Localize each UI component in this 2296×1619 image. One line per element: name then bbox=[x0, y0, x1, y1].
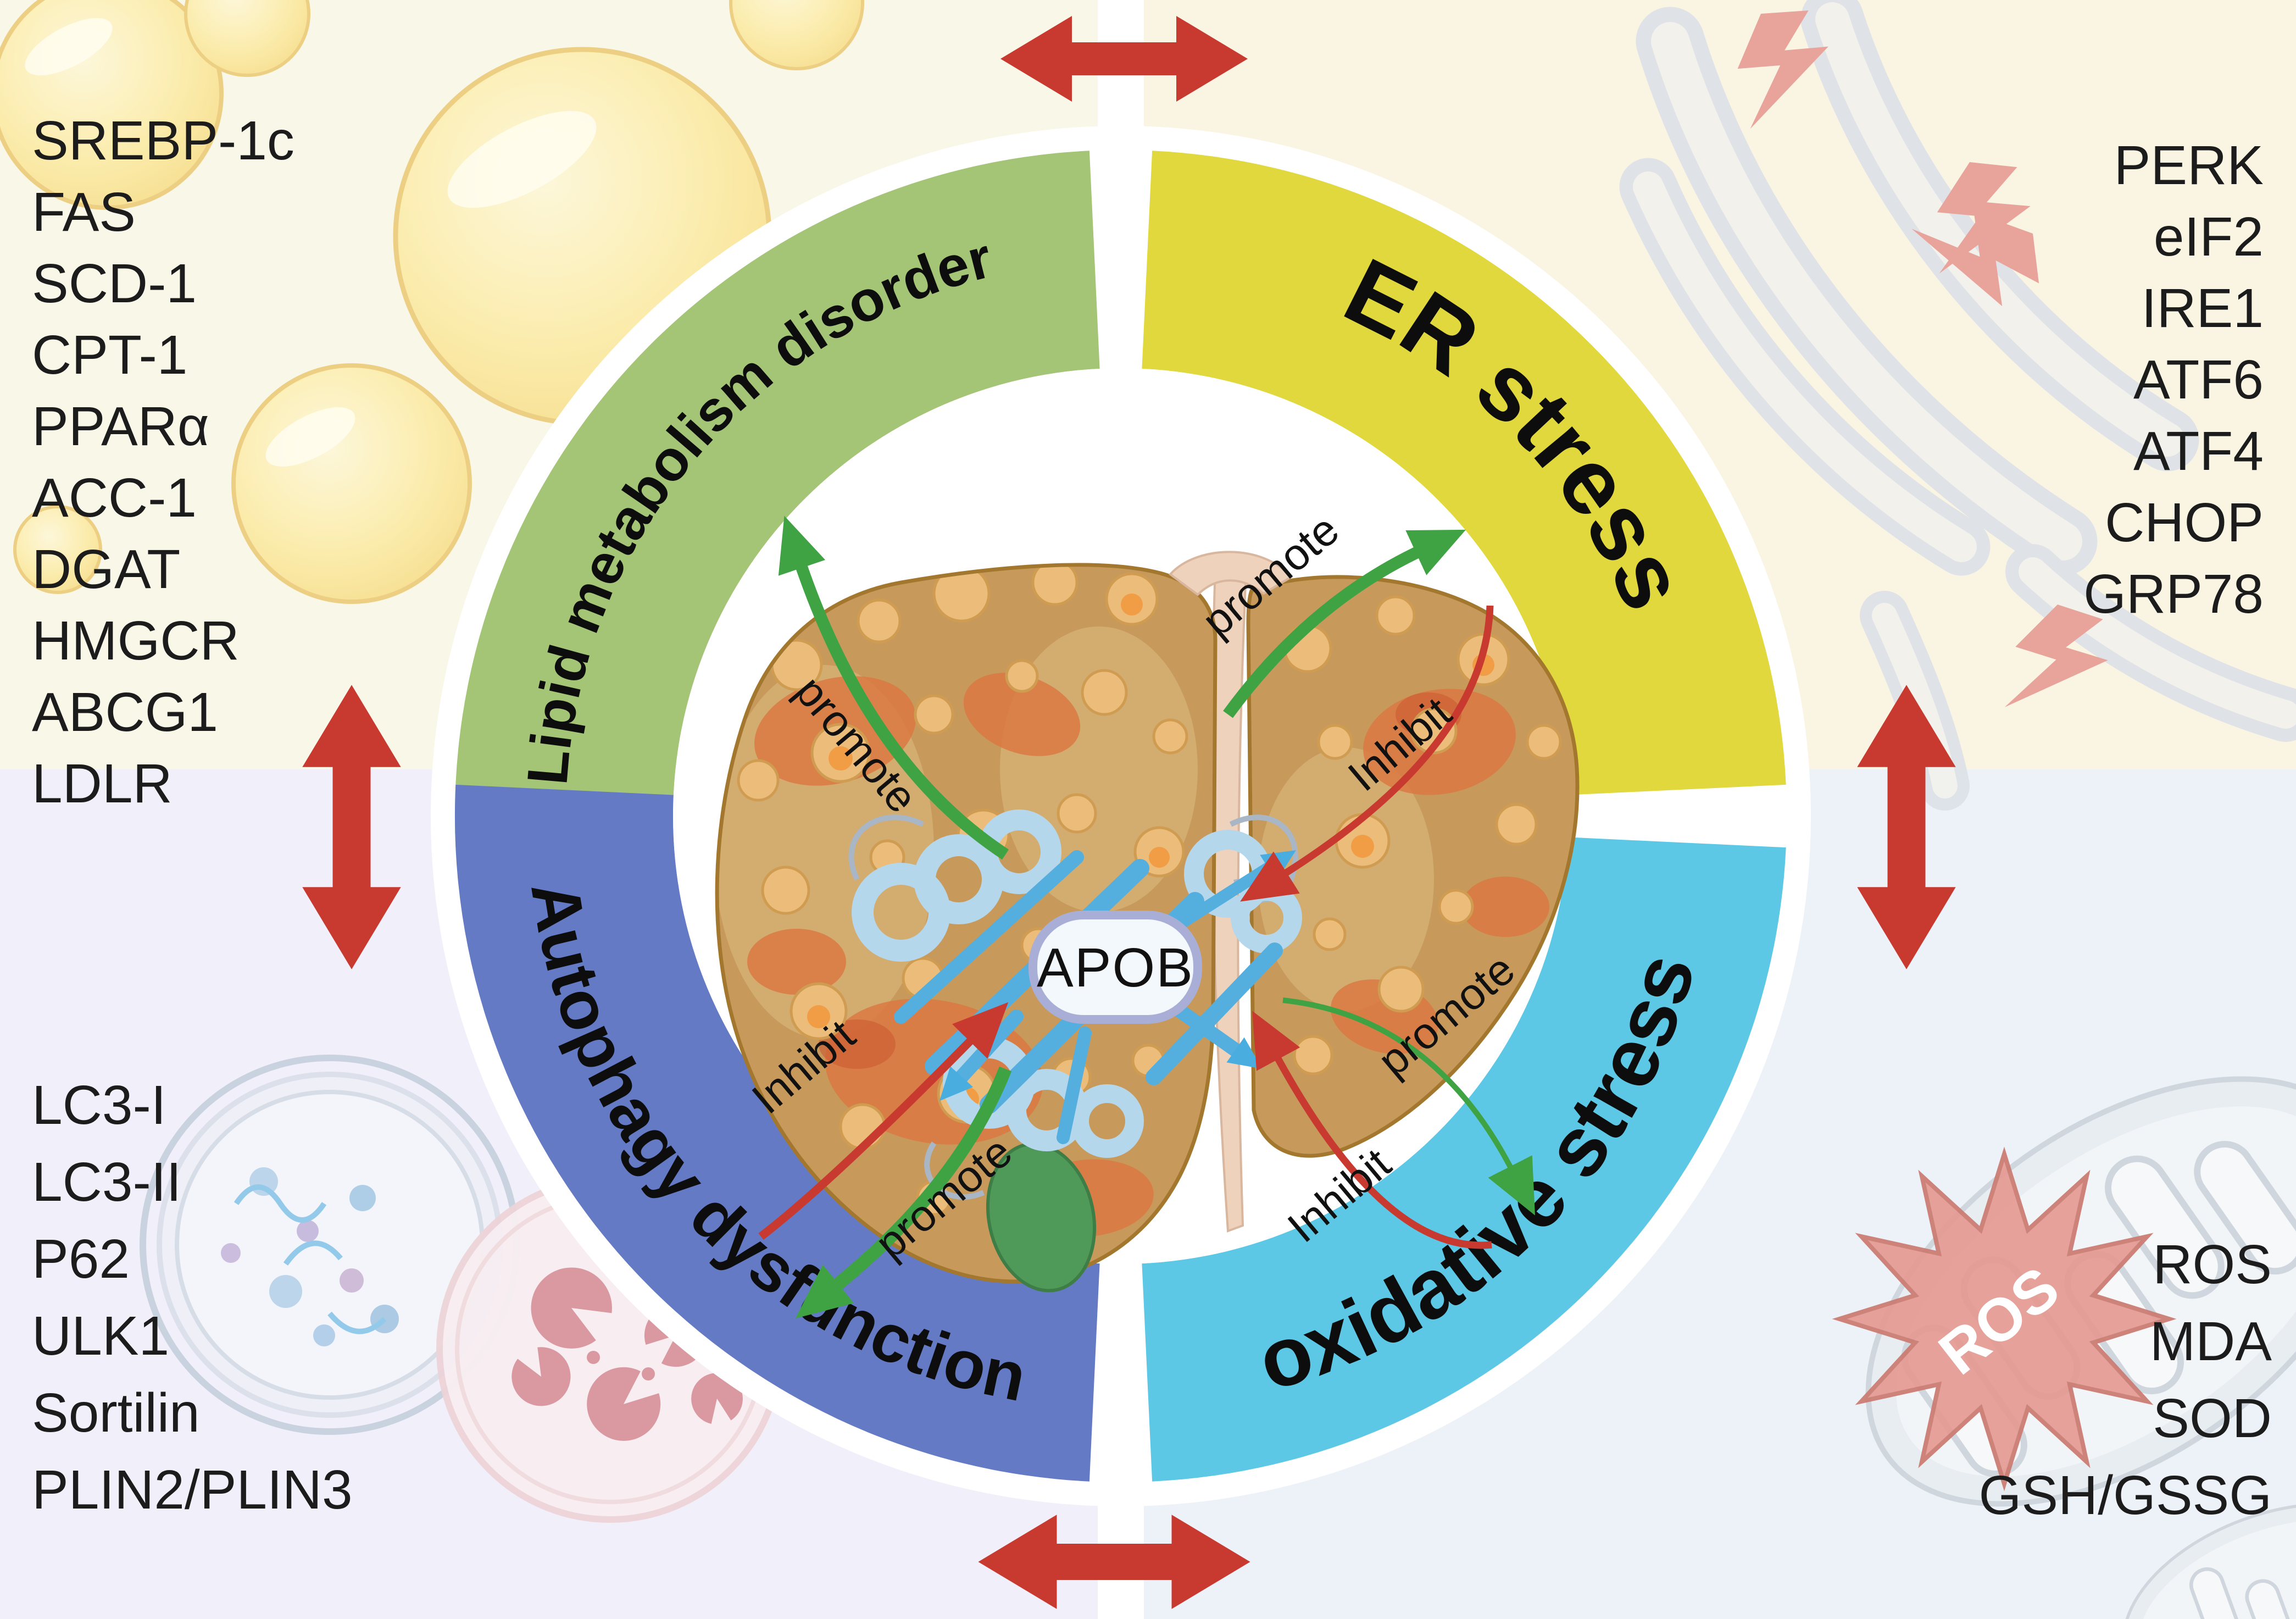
marker-er-0: PERK bbox=[2114, 135, 2264, 196]
marker-er-4: ATF4 bbox=[2133, 420, 2264, 482]
marker-autophagy-5: PLIN2/PLIN3 bbox=[32, 1459, 353, 1521]
marker-lipid-5: ACC-1 bbox=[32, 467, 197, 529]
marker-oxidative-2: SOD bbox=[2153, 1388, 2272, 1449]
marker-autophagy-4: Sortilin bbox=[32, 1382, 200, 1444]
marker-autophagy-2: P62 bbox=[32, 1228, 130, 1290]
arc-segment-lipid bbox=[454, 151, 1100, 848]
arc-segment-autophagy bbox=[454, 784, 1100, 1482]
ligament-fan bbox=[1169, 551, 1293, 596]
promote-arrow-autophagy bbox=[795, 1066, 1012, 1318]
interaction-arrows bbox=[758, 515, 1536, 1318]
marker-list-autophagy: LC3-I LC3-II P62 ULK1 Sortilin PLIN2/PLI… bbox=[32, 1074, 353, 1521]
marker-lipid-6: DGAT bbox=[32, 539, 180, 600]
apob-label: APOB bbox=[1037, 937, 1194, 999]
marker-er-3: ATF6 bbox=[2133, 349, 2264, 411]
inhibit-arrow-er bbox=[1240, 605, 1494, 902]
apob-pill bbox=[1029, 911, 1202, 1024]
marker-oxidative-3: GSH/GSSG bbox=[1979, 1465, 2272, 1526]
arc-segment-er bbox=[1142, 151, 1786, 795]
marker-er-2: IRE1 bbox=[2142, 278, 2264, 339]
marker-er-5: CHOP bbox=[2105, 492, 2264, 553]
marker-list-lipid: SREBP-1c FAS SCD-1 CPT-1 PPARα ACC-1 DGA… bbox=[32, 110, 294, 814]
marker-lipid-4: PPARα bbox=[32, 396, 209, 457]
marker-autophagy-0: LC3-I bbox=[32, 1074, 166, 1136]
marker-lipid-2: SCD-1 bbox=[32, 253, 197, 314]
marker-lipid-3: CPT-1 bbox=[32, 324, 187, 386]
marker-er-1: eIF2 bbox=[2154, 206, 2264, 268]
ros-burst-icon: ROS bbox=[1832, 1146, 2177, 1492]
inhibit-arrow-autophagy bbox=[758, 1002, 1009, 1240]
promote-arrow-oxidative bbox=[1282, 997, 1536, 1216]
promote-arrow-er bbox=[1223, 529, 1466, 718]
promote-arrow-lipid bbox=[778, 515, 1009, 860]
marker-lipid-8: ABCG1 bbox=[32, 681, 218, 743]
marker-list-er: PERK eIF2 IRE1 ATF6 ATF4 CHOP GRP78 bbox=[2083, 135, 2264, 625]
marker-oxidative-0: ROS bbox=[2153, 1234, 2272, 1295]
marker-lipid-7: HMGCR bbox=[32, 610, 240, 672]
marker-lipid-9: LDLR bbox=[32, 753, 173, 814]
marker-er-6: GRP78 bbox=[2083, 563, 2264, 625]
inhibit-arrow-oxidative bbox=[1252, 1011, 1492, 1249]
marker-oxidative-1: MDA bbox=[2150, 1311, 2272, 1372]
marker-lipid-1: FAS bbox=[32, 181, 136, 243]
marker-autophagy-1: LC3-II bbox=[32, 1151, 181, 1213]
marker-lipid-0: SREBP-1c bbox=[32, 110, 294, 171]
arc-segment-oxidative bbox=[1142, 837, 1786, 1482]
marker-list-oxidative: ROS MDA SOD GSH/GSSG bbox=[1979, 1234, 2272, 1526]
marker-autophagy-3: ULK1 bbox=[32, 1305, 169, 1367]
